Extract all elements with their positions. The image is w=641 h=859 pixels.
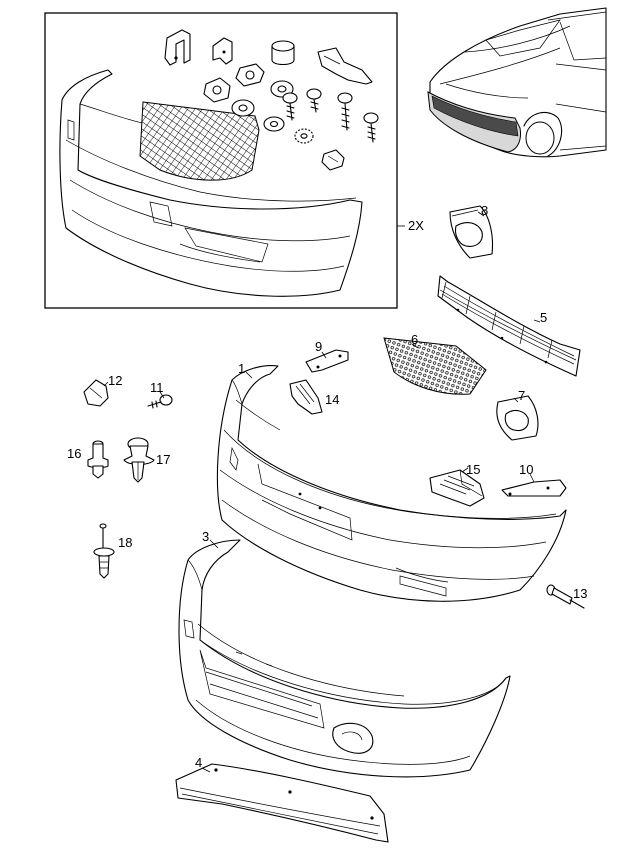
label-11: 11 bbox=[150, 380, 164, 395]
part-16-push-pin bbox=[87, 440, 109, 479]
part-13-rivet bbox=[546, 584, 585, 609]
part-17-rivet-clip bbox=[123, 437, 155, 483]
kit-mesh-grille bbox=[139, 101, 260, 181]
part-14-bracket bbox=[289, 379, 323, 415]
label-18: 18 bbox=[118, 535, 132, 550]
part-11-screw bbox=[147, 394, 173, 409]
label-4: 4 bbox=[195, 755, 202, 770]
label-15: 15 bbox=[466, 462, 480, 477]
label-10: 10 bbox=[519, 462, 533, 477]
label-6: 6 bbox=[411, 332, 418, 347]
label-17: 17 bbox=[156, 452, 170, 467]
label-13: 13 bbox=[573, 586, 587, 601]
part-4-under-tray bbox=[175, 763, 389, 843]
label-5: 5 bbox=[540, 310, 547, 325]
part-1-bumper-main bbox=[216, 365, 567, 602]
part-5-lower-grille bbox=[437, 275, 581, 377]
kit-box bbox=[44, 12, 398, 309]
part-18-rivet bbox=[93, 523, 115, 579]
label-2x: 2X bbox=[408, 218, 424, 233]
kit-box-frame bbox=[44, 12, 398, 309]
label-7: 7 bbox=[518, 388, 525, 403]
part-12-clip bbox=[83, 379, 109, 407]
label-3: 3 bbox=[202, 529, 209, 544]
part-15-bracket bbox=[429, 469, 485, 507]
part-7-fog-light-bezel bbox=[496, 395, 539, 441]
label-9: 9 bbox=[315, 339, 322, 354]
part-9-bracket bbox=[305, 349, 349, 373]
part-6-mesh-grille bbox=[383, 337, 487, 395]
label-1: 1 bbox=[238, 361, 245, 376]
part-8-fog-light-bezel bbox=[449, 205, 494, 259]
label-12: 12 bbox=[108, 373, 122, 388]
car-location-drawing bbox=[427, 7, 607, 158]
label-14: 14 bbox=[325, 392, 339, 407]
part-3-bumper-cover bbox=[178, 539, 511, 778]
kit-fasteners bbox=[164, 29, 379, 171]
label-16: 16 bbox=[67, 446, 81, 461]
part-10-bracket bbox=[501, 479, 567, 497]
label-8: 8 bbox=[481, 203, 488, 218]
